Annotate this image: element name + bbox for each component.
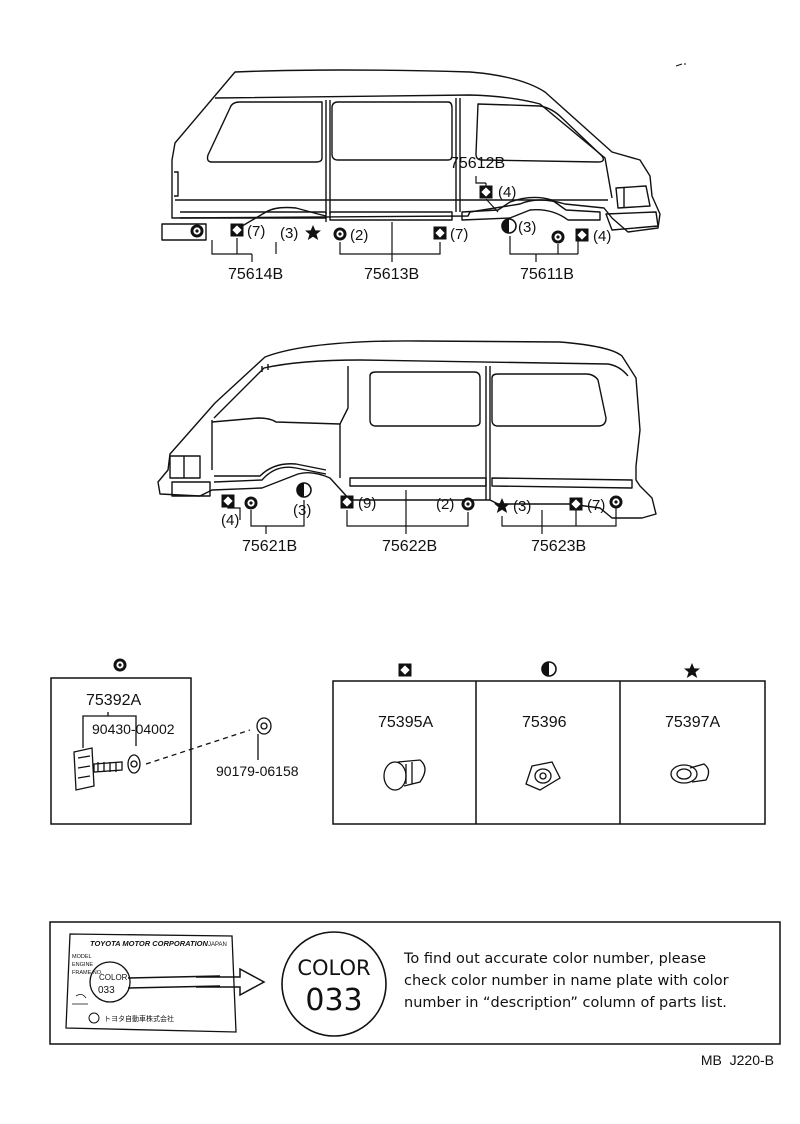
- color-badge-word: COLOR: [297, 956, 370, 980]
- bullseye-icon: [461, 497, 475, 511]
- callout-75621B-label: 75621B: [242, 538, 297, 555]
- callout-75613B-qty-a: (2): [350, 227, 368, 244]
- color-note-line: number in “description” column of parts …: [404, 995, 727, 1011]
- svg-text:MODEL: MODEL: [72, 954, 92, 960]
- callout-75621B-qty-a: (4): [221, 512, 239, 529]
- svg-text:トヨタ自動車株式会社: トヨタ自動車株式会社: [104, 1014, 174, 1023]
- diamond-in-square-icon: [479, 185, 493, 199]
- diamond-in-square-icon: [230, 223, 244, 237]
- van-side-view-bottom: [157, 340, 657, 519]
- callout-75623B-qty-b: (7): [587, 497, 605, 514]
- bullseye-icon: [244, 496, 258, 510]
- nut-part-label: 90179-06158: [216, 763, 299, 779]
- half-circle-icon: [501, 218, 517, 234]
- callout-75622B-label: 75622B: [382, 538, 437, 555]
- half-circle-icon: [296, 482, 312, 498]
- diamond-in-square-icon: [398, 663, 412, 677]
- callout-75622B-qty-a: (9): [358, 495, 376, 512]
- clip-box: [50, 677, 192, 825]
- bullseye-icon: [551, 230, 565, 244]
- bullseye-icon: [333, 227, 347, 241]
- callout-75614B-qty-b: (3): [280, 225, 298, 242]
- fastener-75396-label: 75396: [522, 714, 567, 731]
- callout-75623B-label: 75623B: [531, 538, 586, 555]
- callout-75622B-qty-b: (2): [436, 496, 454, 513]
- diamond-in-square-icon: [433, 226, 447, 240]
- callout-75621B-qty-b: (3): [293, 502, 311, 519]
- color-note-box: [49, 921, 781, 1045]
- half-circle-icon: [541, 661, 557, 677]
- color-note-line: To find out accurate color number, pleas…: [404, 951, 707, 967]
- fastener-drawings: [383, 759, 710, 791]
- svg-text:033: 033: [98, 985, 115, 996]
- screw-part-label: 90430-04002: [92, 721, 175, 737]
- name-plate: TOYOTA MOTOR CORPORATION JAPAN MODEL ENG…: [65, 933, 237, 1033]
- diamond-in-square-icon: [221, 494, 235, 508]
- bullseye-icon: [609, 495, 623, 509]
- bullseye-icon: [113, 658, 127, 672]
- color-badge-code: 033: [305, 983, 362, 1018]
- svg-text:ENGINE: ENGINE: [72, 962, 93, 968]
- star-icon: [494, 498, 510, 513]
- callout-75612B-label: 75612B: [450, 155, 505, 172]
- clip-assembly-label: 75392A: [86, 692, 141, 709]
- svg-text:TOYOTA MOTOR CORPORATION: TOYOTA MOTOR CORPORATION: [90, 939, 209, 948]
- fastener-75397A-label: 75397A: [665, 714, 720, 731]
- color-note-text: To find out accurate color number, pleas…: [404, 948, 774, 1014]
- color-note-line: check color number in name plate with co…: [404, 973, 729, 989]
- diamond-in-square-icon: [340, 495, 354, 509]
- svg-text:COLOR: COLOR: [99, 973, 128, 982]
- star-icon: [684, 663, 700, 678]
- callout-75611B-qty-a: (3): [518, 219, 536, 236]
- callout-75613B-label: 75613B: [364, 266, 419, 283]
- drawing-code: MB J220-B: [700, 1052, 774, 1068]
- van-side-view-top: [161, 69, 661, 241]
- svg-text:JAPAN: JAPAN: [208, 942, 227, 948]
- callout-75614B-label: 75614B: [228, 266, 283, 283]
- arrow-icon: [196, 967, 266, 997]
- fastener-table: [332, 680, 766, 825]
- bullseye-icon: [190, 224, 204, 238]
- svg-text:FRAME NO.: FRAME NO.: [72, 970, 103, 976]
- bottom-callouts: [227, 490, 617, 534]
- callout-75611B-qty-b: (4): [593, 228, 611, 245]
- callout-75623B-qty-a: (3): [513, 498, 531, 515]
- color-badge: [281, 931, 387, 1037]
- callout-75613B-qty-b: (7): [450, 226, 468, 243]
- clip-drawing: [73, 712, 272, 791]
- diamond-in-square-icon: [569, 497, 583, 511]
- star-icon: [305, 225, 321, 240]
- callout-75614B-qty-a: (7): [247, 223, 265, 240]
- fastener-75395A-label: 75395A: [378, 714, 433, 731]
- callout-75612B-qty: (4): [498, 184, 516, 201]
- callout-75611B-label: 75611B: [520, 266, 574, 283]
- scan-mark: [675, 63, 686, 67]
- diamond-in-square-icon: [575, 228, 589, 242]
